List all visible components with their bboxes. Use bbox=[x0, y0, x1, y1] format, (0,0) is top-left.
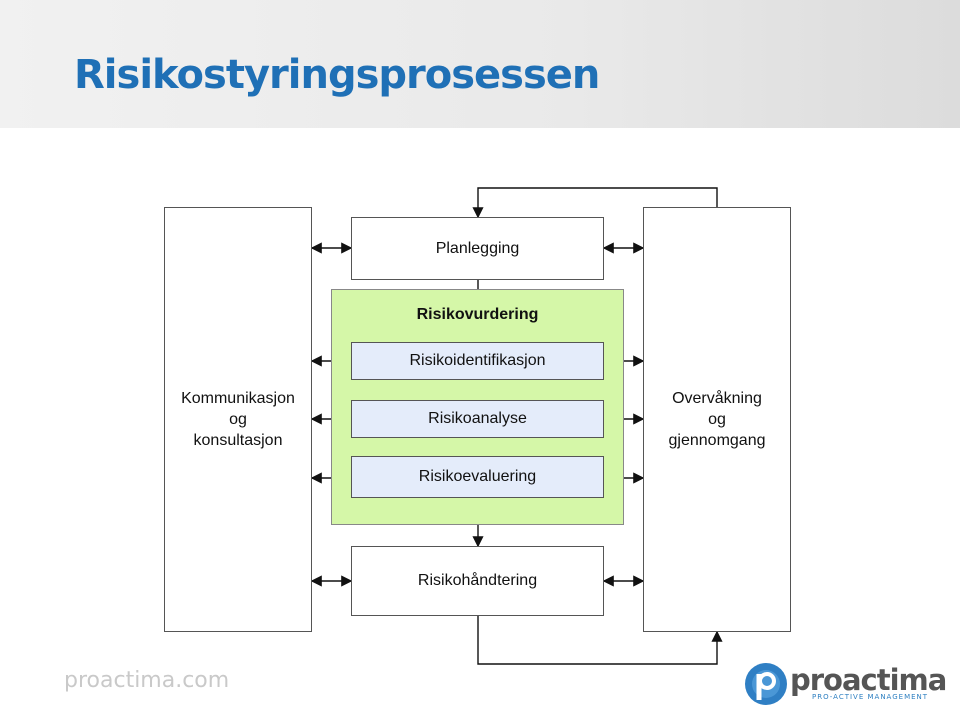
risk-assessment-title: Risikovurdering bbox=[416, 306, 539, 323]
analysis-box: Risikoanalyse bbox=[351, 400, 604, 438]
proactima-logo-icon bbox=[745, 663, 787, 705]
header-band bbox=[0, 0, 960, 128]
identification-box: Risikoidentifikasjon bbox=[351, 342, 604, 380]
page-title: Risikostyringsprosessen bbox=[74, 52, 600, 98]
planning-box: Planlegging bbox=[351, 217, 604, 280]
logo-name: proactima bbox=[790, 663, 947, 697]
logo-tagline: PRO-ACTIVE MANAGEMENT bbox=[812, 693, 929, 701]
monitoring-box: Overvåkning og gjennomgang bbox=[643, 207, 791, 632]
evaluation-box: Risikoevaluering bbox=[351, 456, 604, 498]
treatment-box: Risikohåndtering bbox=[351, 546, 604, 616]
footer-url[interactable]: proactima.com bbox=[64, 668, 230, 693]
communication-box: Kommunikasjon og konsultasjon bbox=[164, 207, 312, 632]
